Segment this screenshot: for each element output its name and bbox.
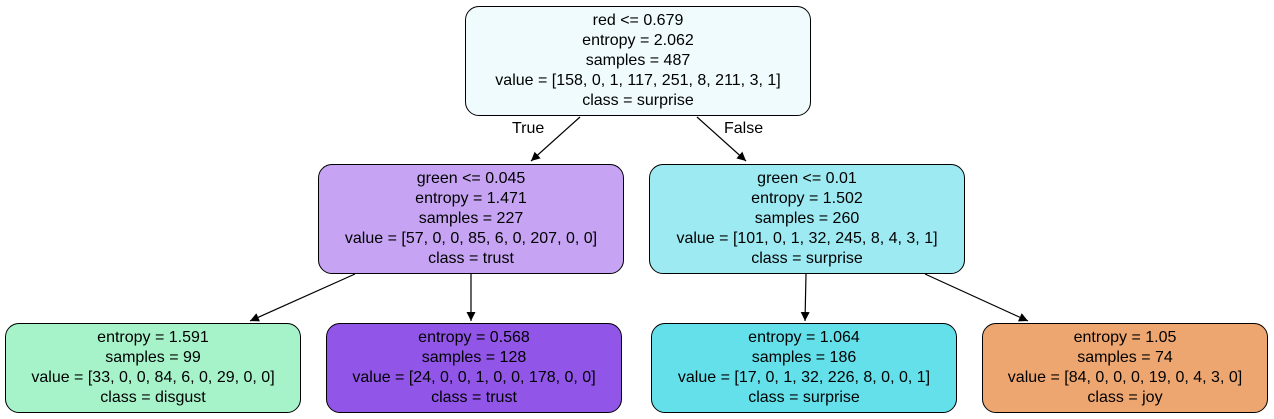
node-value: value = [84, 0, 0, 0, 19, 0, 4, 3, 0]: [1007, 369, 1243, 386]
node-entropy: entropy = 0.568: [418, 329, 530, 346]
node-value: value = [101, 0, 1, 32, 245, 8, 4, 3, 1]: [676, 230, 938, 247]
node-entropy: entropy = 1.064: [748, 329, 860, 346]
node-class: class = surprise: [582, 92, 694, 109]
node-entropy: entropy = 1.502: [751, 190, 863, 207]
node-class: class = trust: [431, 389, 517, 406]
node-samples: samples = 74: [1077, 349, 1173, 366]
node-class: class = surprise: [748, 389, 860, 406]
tree-node-root: red <= 0.679 entropy = 2.062 samples = 4…: [465, 6, 811, 116]
tree-node-leaf-2: entropy = 0.568 samples = 128 value = [2…: [326, 323, 622, 413]
tree-node-leaf-4: entropy = 1.05 samples = 74 value = [84,…: [982, 323, 1268, 413]
node-class: class = trust: [428, 250, 514, 267]
node-value: value = [17, 0, 1, 32, 226, 8, 0, 0, 1]: [677, 369, 931, 386]
node-split: green <= 0.045: [416, 170, 526, 187]
node-samples: samples = 186: [751, 349, 857, 366]
edge-label-true: True: [512, 120, 545, 137]
node-samples: samples = 487: [585, 52, 691, 69]
node-class: class = disgust: [100, 389, 206, 406]
edge-right-leaf4: [924, 273, 1029, 322]
node-value: value = [24, 0, 0, 1, 0, 0, 178, 0, 0]: [352, 369, 596, 386]
node-split: red <= 0.679: [592, 12, 684, 29]
edge-root-right: [696, 116, 747, 162]
tree-node-leaf-3: entropy = 1.064 samples = 186 value = [1…: [651, 323, 957, 413]
tree-node-leaf-1: entropy = 1.591 samples = 99 value = [33…: [5, 323, 301, 413]
node-samples: samples = 227: [418, 210, 524, 227]
node-class: class = joy: [1087, 389, 1163, 406]
edge-label-false: False: [724, 120, 764, 137]
node-entropy: entropy = 1.591: [97, 329, 209, 346]
node-samples: samples = 99: [105, 349, 201, 366]
node-samples: samples = 260: [754, 210, 860, 227]
node-samples: samples = 128: [421, 349, 527, 366]
node-entropy: entropy = 1.471: [415, 190, 527, 207]
edge-root-left: [530, 116, 581, 162]
node-class: class = surprise: [751, 250, 863, 267]
node-split: green <= 0.01: [757, 170, 857, 187]
edge-right-leaf3: [800, 273, 810, 322]
tree-node-right: green <= 0.01 entropy = 1.502 samples = …: [649, 164, 965, 274]
tree-node-left: green <= 0.045 entropy = 1.471 samples =…: [318, 164, 624, 274]
node-value: value = [158, 0, 1, 117, 251, 8, 211, 3,…: [495, 72, 781, 89]
node-entropy: entropy = 1.05: [1073, 329, 1177, 346]
node-entropy: entropy = 2.062: [582, 32, 694, 49]
edge-left-leaf1: [249, 273, 356, 322]
node-value: value = [33, 0, 0, 84, 6, 0, 29, 0, 0]: [31, 369, 275, 386]
node-value: value = [57, 0, 0, 85, 6, 0, 207, 0, 0]: [344, 230, 598, 247]
